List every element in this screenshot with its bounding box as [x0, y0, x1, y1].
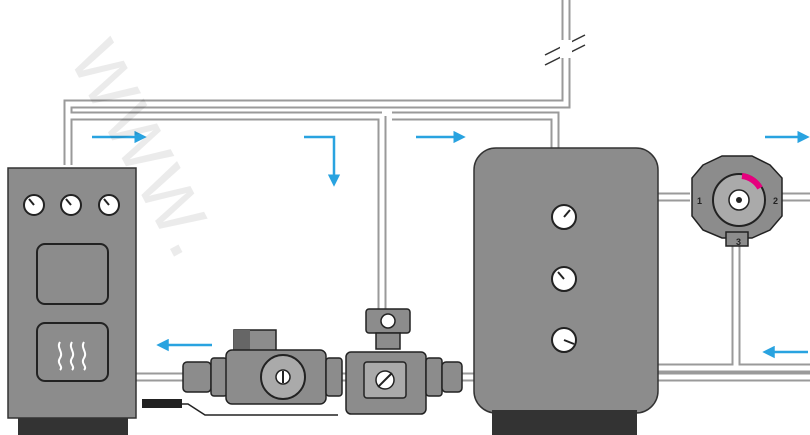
boiler-door-panel [36, 243, 109, 305]
storage-tank [473, 147, 659, 435]
mixing-valve: 1 2 3 [691, 155, 783, 247]
valve-port-2-label: 2 [773, 196, 778, 206]
boiler [7, 167, 137, 435]
gauge-icon [551, 327, 577, 353]
valve-port-1-label: 1 [697, 196, 702, 206]
gauge-icon [98, 194, 120, 216]
heat-icon [57, 341, 87, 371]
circulation-pump [142, 329, 343, 416]
gauge-icon [551, 204, 577, 230]
gauge-icon [23, 194, 45, 216]
flow-arrow [304, 135, 341, 187]
motorized-valve [345, 308, 463, 415]
gauge-icon [60, 194, 82, 216]
valve-port-3-label: 3 [736, 237, 741, 247]
flow-arrows [92, 130, 810, 359]
gauge-icon [551, 266, 577, 292]
